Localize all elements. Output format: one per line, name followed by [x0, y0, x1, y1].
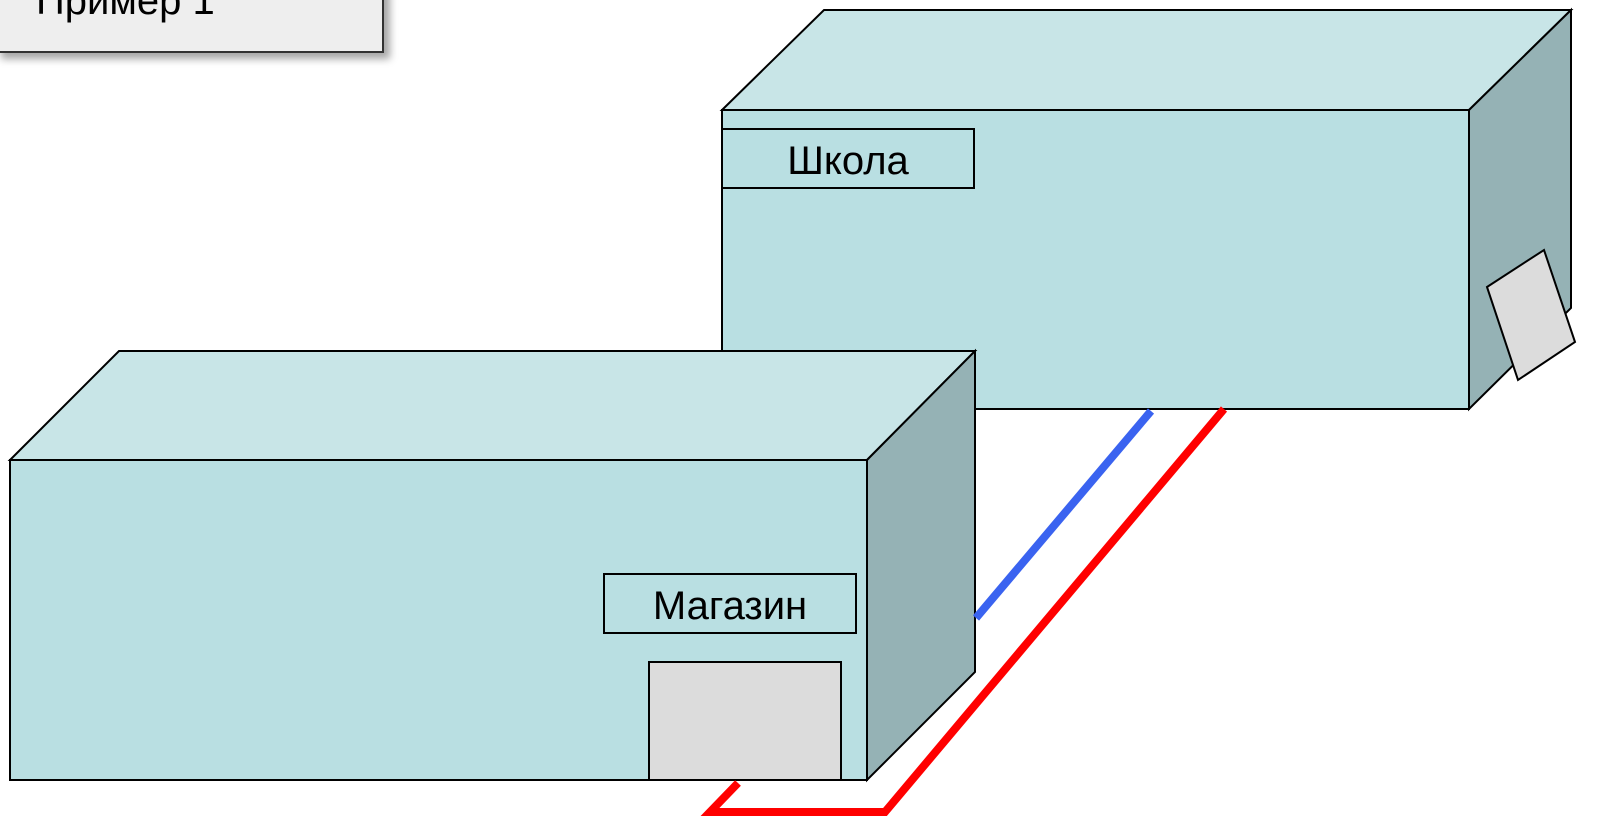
shop-label-box: Магазин — [603, 573, 857, 634]
school-roof — [719, 9, 1574, 111]
example-label-box: Пример 1 — [0, 0, 384, 53]
school-label-box: Школа — [721, 128, 975, 189]
shop-label-frame — [603, 573, 857, 634]
shop-building: Магазин — [7, 348, 978, 783]
blue-path — [972, 408, 1155, 621]
example-label-text: Пример 1 — [36, 0, 215, 23]
shop-label: Магазин — [653, 584, 807, 628]
shop-roof — [7, 350, 978, 461]
shop-door-icon — [648, 661, 842, 781]
school-label: Школа — [787, 139, 909, 183]
school-building: Школа — [719, 7, 1577, 412]
example-label-frame — [0, 0, 384, 53]
red-path — [700, 406, 1228, 816]
school-door-icon — [1485, 248, 1577, 382]
school-label-frame — [721, 128, 975, 189]
